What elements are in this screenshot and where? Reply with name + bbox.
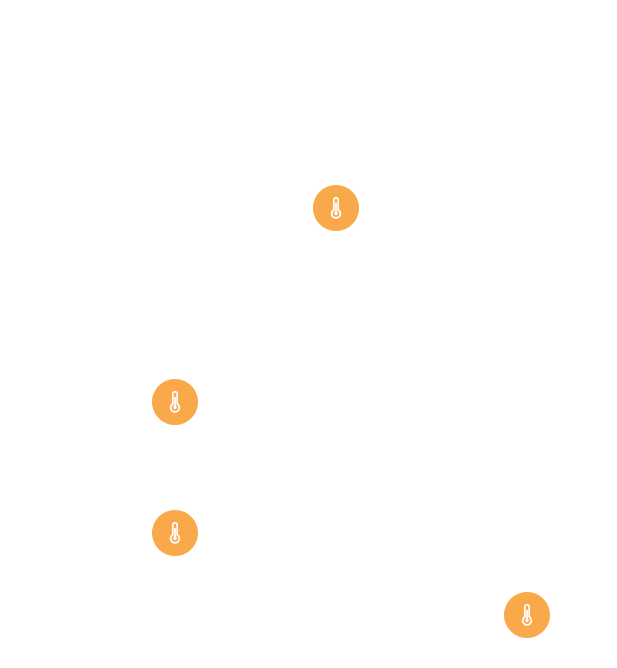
thermometer-icon — [514, 602, 540, 628]
temperature-marker-3[interactable] — [152, 510, 198, 556]
thermometer-icon — [162, 389, 188, 415]
thermometer-icon — [323, 195, 349, 221]
thermometer-icon — [162, 520, 188, 546]
temperature-marker-1[interactable] — [313, 185, 359, 231]
temperature-marker-2[interactable] — [152, 379, 198, 425]
temperature-marker-4[interactable] — [504, 592, 550, 638]
